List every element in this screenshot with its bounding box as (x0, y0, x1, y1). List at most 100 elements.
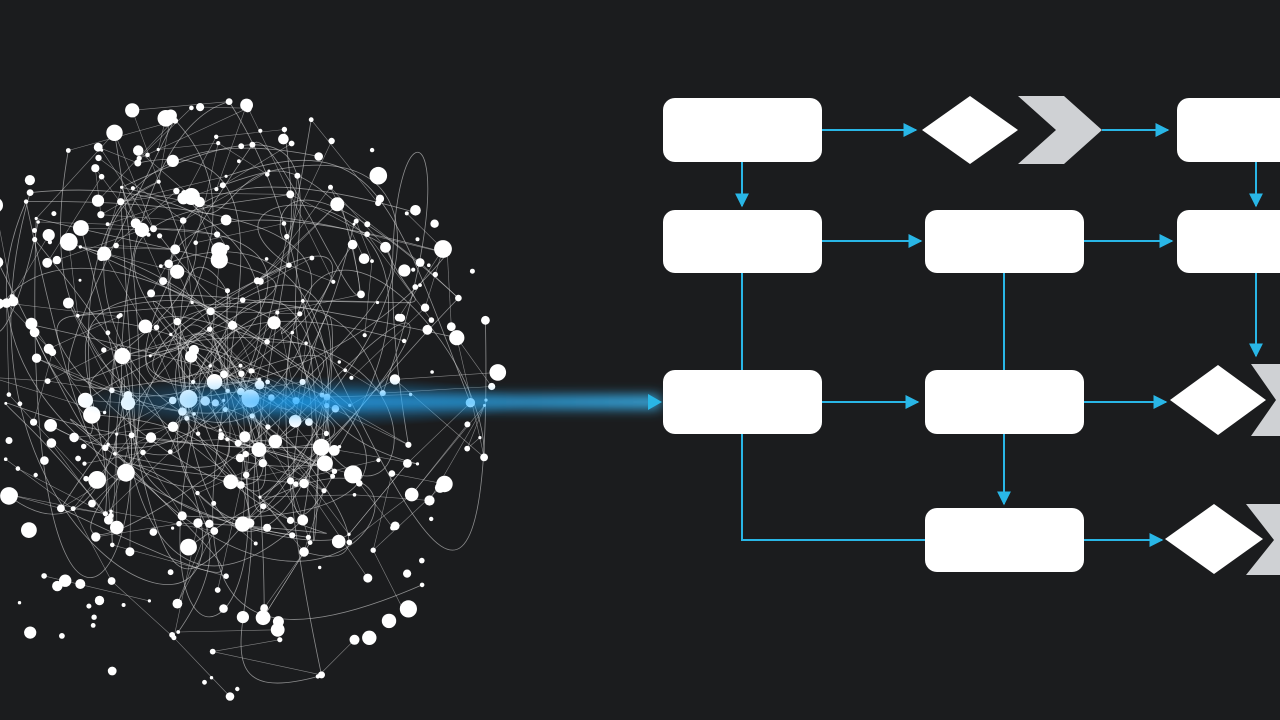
network-edge (330, 187, 386, 248)
network-node (363, 573, 373, 583)
network-node (147, 289, 156, 298)
network-node (338, 198, 343, 203)
network-node (428, 317, 435, 323)
network-node (242, 450, 249, 458)
network-node (42, 229, 55, 242)
network-node (52, 580, 63, 592)
network-node (444, 250, 451, 257)
network-edge (162, 280, 233, 326)
network-node (427, 263, 431, 268)
network-edge (366, 234, 432, 321)
network-node (177, 511, 187, 521)
network-edges (0, 101, 498, 697)
chevron-right-icon (1018, 96, 1102, 164)
network-edge (47, 380, 112, 391)
network-node (239, 431, 251, 443)
network-strand (60, 150, 214, 357)
connector (741, 434, 925, 541)
network-node (480, 453, 488, 462)
network-edge (31, 323, 86, 401)
network-node (121, 603, 126, 607)
network-strand (5, 402, 322, 514)
network-edge (100, 214, 184, 221)
network-strand (177, 307, 384, 536)
network-node (41, 573, 47, 579)
network-node (113, 452, 117, 456)
network-edge (111, 580, 175, 638)
network-node (69, 432, 79, 443)
network-node (40, 456, 49, 465)
network-node (236, 611, 249, 624)
network-node (88, 471, 106, 489)
network-edge (277, 294, 362, 313)
process-box (663, 98, 822, 162)
network-edge (290, 480, 309, 538)
network-node (59, 633, 65, 639)
network-node (278, 133, 289, 145)
network-node (145, 152, 150, 158)
network-node (369, 147, 375, 153)
network-node (225, 288, 230, 294)
network-edge (0, 377, 48, 382)
network-node (375, 300, 380, 305)
network-edge (214, 313, 300, 383)
network-edge (138, 150, 192, 197)
network-node (328, 184, 333, 190)
network-node (209, 648, 216, 655)
network-edge (74, 426, 174, 438)
network-node (91, 194, 105, 207)
network-node (469, 268, 475, 274)
decision-diamond (1170, 365, 1266, 435)
network-node (117, 463, 135, 482)
network-node (481, 315, 490, 325)
network-node (44, 419, 57, 432)
network-node (15, 466, 21, 471)
network-node (176, 630, 181, 634)
network-node (267, 316, 281, 330)
network-node (128, 432, 135, 439)
network-node (305, 534, 311, 540)
network-node (148, 354, 152, 358)
network-edge (11, 494, 106, 514)
network-strand (136, 115, 309, 538)
network-edge (68, 241, 79, 316)
network-strand (228, 101, 328, 541)
chevron-arrows (1018, 96, 1280, 575)
network-strand (121, 186, 392, 444)
network-node (299, 478, 309, 489)
network-edge (354, 494, 430, 501)
network-node (343, 368, 348, 373)
network-node (294, 172, 301, 179)
network-edge (259, 447, 322, 498)
network-node (316, 455, 333, 472)
structured-flowchart (663, 96, 1280, 575)
network-edge (199, 201, 227, 248)
network-edge (110, 511, 215, 532)
network-node (97, 252, 106, 262)
network-node (411, 267, 416, 272)
network-edge (191, 302, 241, 366)
network-edge (51, 442, 109, 521)
network-edge (108, 439, 228, 445)
network-edge (158, 142, 219, 150)
network-node (43, 343, 54, 354)
network-edge (372, 473, 393, 551)
network-edge (131, 435, 183, 517)
network-edge (150, 249, 176, 294)
network-node (419, 557, 425, 564)
network-edge (114, 132, 154, 229)
network-node (90, 623, 96, 628)
network-node (172, 598, 183, 609)
network-node (193, 518, 203, 528)
network-node (358, 253, 370, 264)
network-node (304, 341, 308, 346)
network-node (0, 199, 3, 212)
network-edge (46, 176, 102, 263)
network-node (357, 290, 365, 299)
network-node (52, 255, 62, 265)
network-edge (197, 492, 256, 544)
network-edge (288, 264, 334, 283)
network-node (115, 432, 119, 436)
network-node (78, 278, 82, 282)
network-node (314, 152, 324, 161)
